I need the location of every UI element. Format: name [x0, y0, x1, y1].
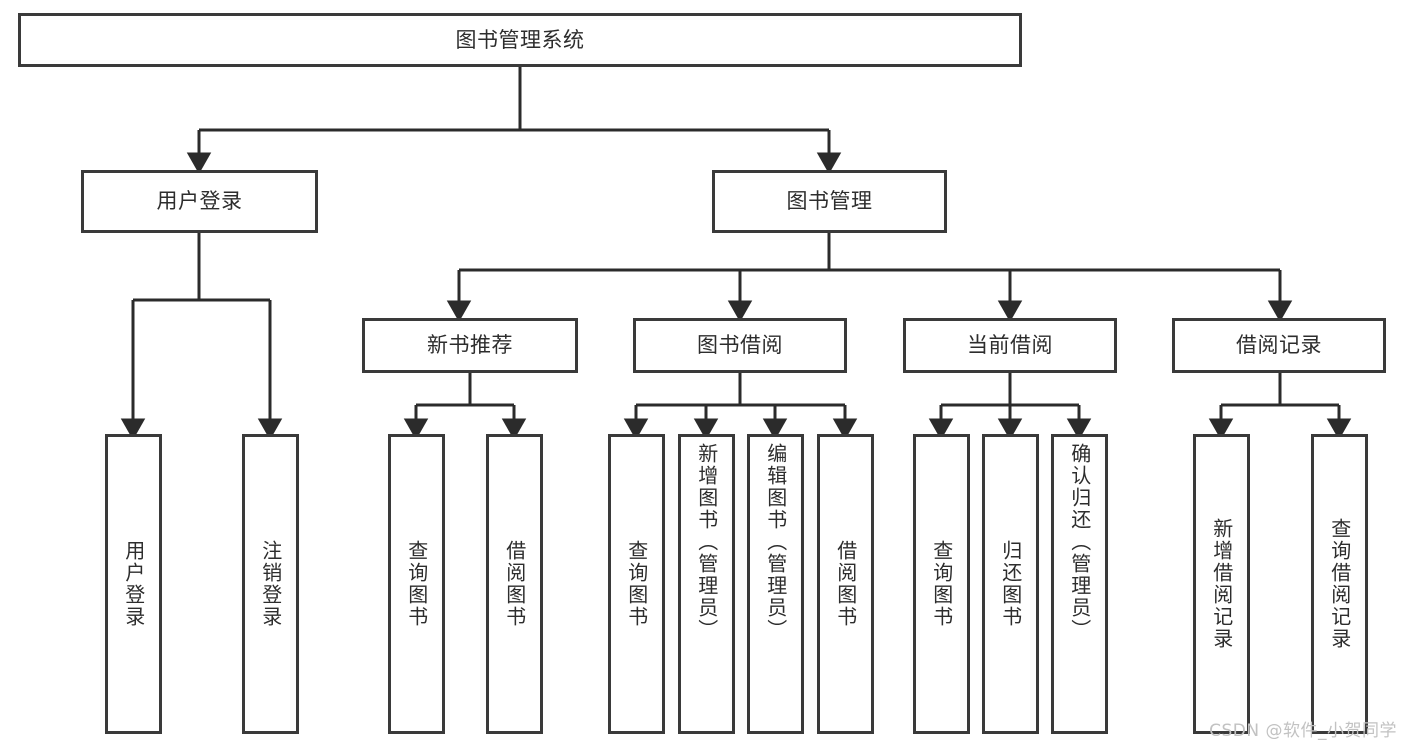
node-leaf-user-login-label: 用户登录: [121, 540, 146, 628]
node-book-manage-label: 图书管理: [786, 189, 873, 214]
node-new-book-recommend-label: 新书推荐: [427, 333, 513, 358]
node-leaf-add-book[interactable]: 新增图书（管理员）: [678, 434, 735, 734]
node-book-manage[interactable]: 图书管理: [712, 170, 947, 233]
node-book-borrow[interactable]: 图书借阅: [633, 318, 847, 373]
node-leaf-borrow-book-1-label: 借阅图书: [502, 540, 527, 628]
node-leaf-add-record[interactable]: 新增借阅记录: [1193, 434, 1250, 734]
node-leaf-query-record[interactable]: 查询借阅记录: [1311, 434, 1368, 734]
node-leaf-borrow-book-2[interactable]: 借阅图书: [817, 434, 874, 734]
node-leaf-query-record-label: 查询借阅记录: [1327, 518, 1352, 650]
node-leaf-user-logout-label: 注销登录: [258, 540, 283, 628]
node-leaf-add-record-label: 新增借阅记录: [1209, 518, 1234, 650]
node-leaf-user-logout[interactable]: 注销登录: [242, 434, 299, 734]
node-leaf-return-book-label: 归还图书: [998, 540, 1023, 628]
node-leaf-user-login[interactable]: 用户登录: [105, 434, 162, 734]
node-leaf-query-book-3[interactable]: 查询图书: [913, 434, 970, 734]
node-leaf-borrow-book-1[interactable]: 借阅图书: [486, 434, 543, 734]
node-root-label: 图书管理系统: [455, 27, 585, 52]
node-current-borrow[interactable]: 当前借阅: [903, 318, 1117, 373]
node-leaf-borrow-book-2-label: 借阅图书: [833, 540, 858, 628]
node-root[interactable]: 图书管理系统: [18, 13, 1022, 67]
node-borrow-record-label: 借阅记录: [1236, 333, 1322, 358]
node-leaf-query-book-1[interactable]: 查询图书: [388, 434, 445, 734]
node-user-login[interactable]: 用户登录: [81, 170, 318, 233]
node-leaf-return-book[interactable]: 归还图书: [982, 434, 1039, 734]
node-leaf-confirm-return[interactable]: 确认归还（管理员）: [1051, 434, 1108, 734]
csdn-watermark: CSDN @软件_小贺同学: [1209, 721, 1397, 741]
node-leaf-query-book-2-label: 查询图书: [624, 540, 649, 628]
node-book-borrow-label: 图书借阅: [697, 333, 783, 358]
node-leaf-confirm-return-label: 确认归还（管理员）: [1067, 443, 1092, 641]
node-new-book-recommend[interactable]: 新书推荐: [362, 318, 578, 373]
node-leaf-edit-book-label: 编辑图书（管理员）: [763, 443, 788, 641]
node-leaf-query-book-2[interactable]: 查询图书: [608, 434, 665, 734]
node-leaf-add-book-label: 新增图书（管理员）: [694, 443, 719, 641]
node-borrow-record[interactable]: 借阅记录: [1172, 318, 1386, 373]
node-leaf-query-book-3-label: 查询图书: [929, 540, 954, 628]
node-current-borrow-label: 当前借阅: [967, 333, 1053, 358]
node-leaf-query-book-1-label: 查询图书: [404, 540, 429, 628]
node-user-login-label: 用户登录: [156, 189, 243, 214]
node-leaf-edit-book[interactable]: 编辑图书（管理员）: [747, 434, 804, 734]
